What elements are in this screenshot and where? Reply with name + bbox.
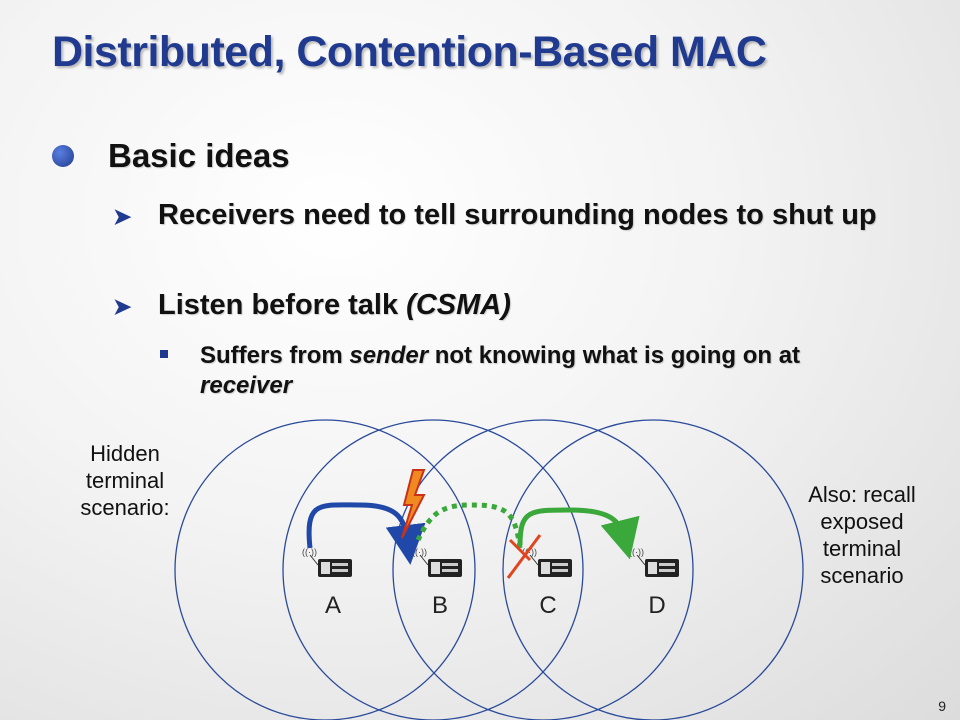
square-bullet-icon (160, 350, 168, 358)
transmission-c-to-d (517, 507, 640, 560)
arrow-bullet-icon: ➤ (113, 204, 132, 229)
radio-node-d-icon (628, 546, 680, 578)
bullet-dot-icon (52, 145, 74, 167)
blocked-cross-icon (506, 534, 542, 579)
page-number: 9 (938, 698, 946, 714)
collision-lightning-icon (401, 469, 426, 539)
page-title: Distributed, Contention-Based MAC (52, 28, 767, 76)
bullet-suffers: Suffers from sender not knowing what is … (200, 342, 801, 399)
bullet-listen-before-talk: Listen before talk (CSMA) (158, 289, 511, 321)
node-label-a: A (325, 592, 341, 619)
range-circle-c (392, 419, 694, 720)
arrow-bullet-icon: ➤ (113, 294, 132, 319)
radio-node-b-icon (411, 546, 463, 578)
range-circle-d (502, 419, 804, 720)
bullet-basic-ideas: Basic ideas (108, 137, 290, 174)
radio-node-a-icon (301, 546, 353, 578)
node-label-d: D (648, 592, 665, 619)
interference-c-to-b (415, 502, 523, 549)
node-label-b: B (432, 592, 448, 619)
range-circle-a (174, 419, 476, 720)
range-circle-b (282, 419, 584, 720)
transmission-a-to-b (306, 502, 426, 565)
bullet-receivers: Receivers need to tell surrounding nodes… (158, 199, 877, 231)
node-label-c: C (539, 592, 556, 619)
